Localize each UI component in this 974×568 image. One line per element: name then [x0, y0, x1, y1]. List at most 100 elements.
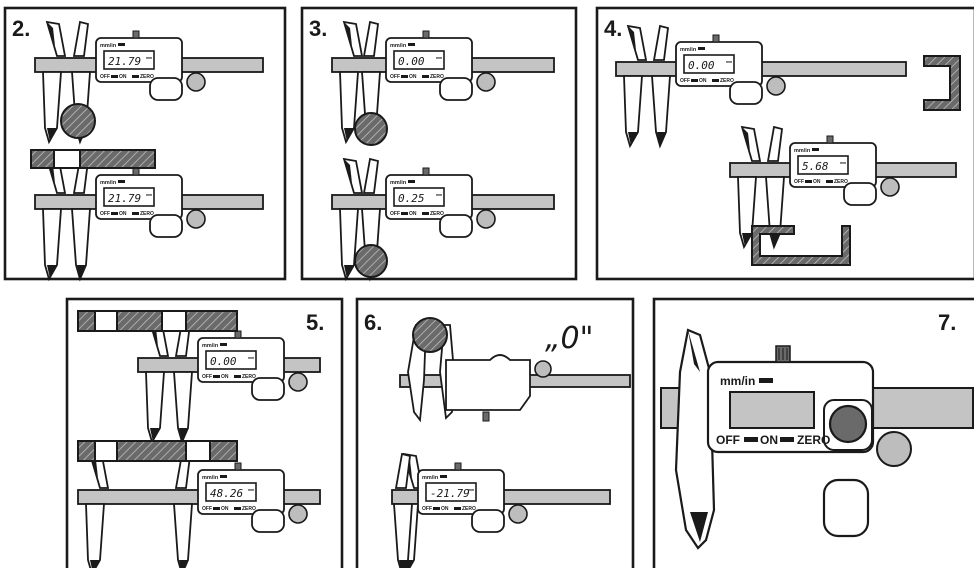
on-label: ON	[119, 74, 127, 80]
on-label: ON	[221, 506, 229, 512]
on-label: ON	[409, 211, 417, 217]
lcd-display	[425, 482, 477, 502]
panel-3-number: 3.	[309, 16, 327, 41]
moving-upper-jaw	[362, 157, 379, 194]
slider-thumb-rest	[729, 81, 763, 105]
unit-button-label: mm/in	[680, 47, 697, 53]
lcd-display	[205, 482, 257, 502]
unit-button-label: mm/in	[720, 374, 755, 388]
lcd-display	[103, 50, 155, 70]
off-label: OFF	[390, 74, 400, 80]
panel-4-number: 4.	[604, 16, 622, 41]
panel-2-number: 2.	[12, 16, 30, 41]
unit-button-label: mm/in	[422, 475, 439, 481]
zero-label: ZERO	[140, 211, 154, 217]
lcd-reading: 0.00	[210, 355, 237, 368]
slider-thumb-rest	[251, 377, 285, 401]
bracket-workpiece	[751, 225, 851, 266]
on-label: ON	[699, 78, 707, 84]
thumb-wheel-icon	[476, 72, 496, 92]
unit-button-label: mm/in	[202, 343, 219, 349]
zero-label: ZERO	[430, 211, 444, 217]
off-label: OFF	[202, 506, 212, 512]
lock-screw-icon	[712, 34, 720, 43]
zero-callout: „0"	[545, 321, 593, 356]
unit-button-label: mm/in	[100, 43, 117, 49]
lock-screw-icon	[132, 167, 140, 176]
thumb-wheel-icon	[534, 360, 552, 378]
unit-button-label: mm/in	[794, 148, 811, 154]
lock-screw-icon	[482, 411, 490, 422]
panel-7-number: 7.	[938, 310, 956, 335]
off-label: OFF	[794, 179, 804, 185]
on-label: ON	[813, 179, 821, 185]
lcd-reading: 0.25	[398, 192, 425, 205]
on-label: ON	[441, 506, 449, 512]
panel-4-frame	[595, 6, 974, 281]
lcd-display	[683, 54, 735, 74]
lock-screw-icon	[422, 167, 430, 176]
lock-screw-icon	[132, 30, 140, 39]
thumb-wheel-icon	[876, 431, 912, 467]
slider-thumb-rest	[149, 77, 183, 101]
round-workpiece	[354, 112, 388, 146]
off-label: OFF	[202, 374, 212, 380]
zero-label: ZERO	[242, 374, 256, 380]
lcd-reading: 5.68	[802, 160, 829, 173]
lcd-display	[103, 187, 155, 207]
off-label: OFF	[390, 211, 400, 217]
lock-screw-icon	[454, 462, 462, 471]
bar-gap	[53, 149, 81, 169]
lock-screw-icon	[234, 462, 242, 471]
slider-body	[445, 354, 531, 411]
lcd-display	[797, 155, 849, 175]
lcd-unit: mm	[468, 488, 474, 492]
slider-thumb-rest	[251, 509, 285, 533]
lcd-reading: 0.00	[688, 59, 715, 72]
slider-thumb-rest	[471, 509, 505, 533]
zero-label: ZERO	[462, 506, 476, 512]
thumb-wheel-icon	[508, 504, 528, 524]
round-workpiece	[60, 103, 96, 139]
moving-upper-jaw	[652, 24, 669, 61]
zero-label: ZERO	[797, 433, 830, 447]
moving-upper-jaw	[394, 452, 411, 489]
slider-thumb-rest	[439, 77, 473, 101]
thumb-wheel-icon	[880, 177, 900, 197]
bar-gap	[185, 440, 211, 462]
lcd-unit: mm	[146, 56, 152, 60]
caliper-closeup: mm/in OFF ON ZERO	[660, 328, 974, 550]
round-workpiece	[354, 244, 388, 278]
round-workpiece	[412, 317, 448, 353]
bracket-workpiece	[923, 55, 961, 111]
unit-button-label: mm/in	[390, 43, 407, 49]
slider-thumb-rest	[439, 214, 473, 238]
thumb-wheel-icon	[186, 72, 206, 92]
zero-label: ZERO	[430, 74, 444, 80]
lcd-reading: -21.79	[430, 487, 470, 500]
on-label: ON	[221, 374, 229, 380]
panel-6-number: 6.	[364, 310, 382, 335]
zero-label: ZERO	[720, 78, 734, 84]
zero-label: ZERO	[242, 506, 256, 512]
off-label: OFF	[716, 433, 740, 447]
thumb-wheel-icon	[476, 209, 496, 229]
lock-screw-icon	[234, 330, 242, 339]
lcd-reading: 48.26	[210, 487, 243, 500]
on-label: ON	[760, 433, 778, 447]
unit-button-label: mm/in	[390, 180, 407, 186]
slider-thumb-rest	[843, 182, 877, 206]
panel-5-number: 5.	[306, 310, 324, 335]
zero-label: ZERO	[834, 179, 848, 185]
off-label: OFF	[100, 211, 110, 217]
lcd-unit: mm	[146, 193, 152, 197]
lcd-reading: 21.79	[108, 192, 141, 205]
moving-upper-jaw	[766, 125, 783, 162]
moving-upper-jaw	[72, 20, 89, 57]
